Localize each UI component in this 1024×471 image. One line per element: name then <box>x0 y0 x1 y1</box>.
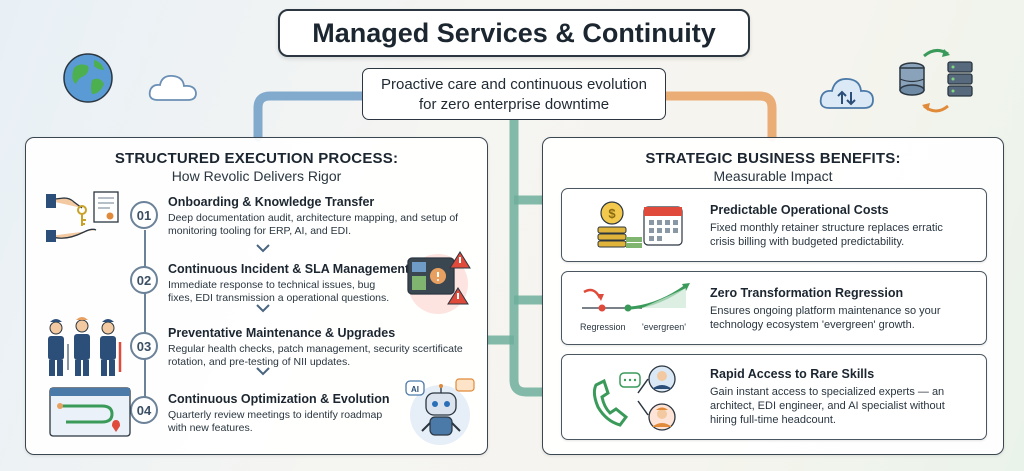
step-description: Deep documentation audit, architecture m… <box>168 212 478 238</box>
phone-experts-icon <box>592 365 676 431</box>
step-desc-line: Deep documentation audit, architecture m… <box>168 212 459 224</box>
subtitle-line-2: for zero enterprise downtime <box>418 96 610 113</box>
database-sync-icon <box>899 49 973 113</box>
step-4: 04 Continuous Optimization & Evolution Q… <box>130 392 410 448</box>
step-desc-line: rotation, and pre-testing of NII updates… <box>168 356 351 368</box>
benefit-title: Rapid Access to Rare Skills <box>710 367 875 381</box>
regression-label: Regression <box>580 322 626 332</box>
dashboard-alert-icon <box>407 251 471 314</box>
step-title: Preventative Maintenance & Upgrades <box>168 326 396 340</box>
benefit-desc-line: architect, EDI engineer, and AI speciali… <box>710 400 945 412</box>
benefit-desc-line: Ensures ongoing platform maintenance so … <box>710 305 941 317</box>
step-description: Quarterly review meetings to identify ro… <box>168 409 413 435</box>
globe-icon <box>63 53 113 103</box>
step-title: Onboarding & Knowledge Transfer <box>168 195 375 209</box>
panel-subtitle: How Revolic Delivers Rigor <box>171 168 342 184</box>
step-desc-line: with new features. <box>168 422 253 434</box>
step-description: Immediate response to technical issues, … <box>168 279 413 305</box>
chevron-down-icon <box>256 304 270 313</box>
benefit-desc-line: crisis billing with budgeted predictabil… <box>710 236 905 248</box>
svg-text:$: $ <box>608 206 616 221</box>
execution-process-panel: STRUCTURED EXECUTION PROCESS: How Revoli… <box>25 137 488 455</box>
chevron-down-icon <box>256 367 270 376</box>
step-description: Regular health checks, patch management,… <box>168 343 478 369</box>
business-benefits-panel: STRATEGIC BUSINESS BENEFITS: Measurable … <box>542 137 1004 455</box>
handshake-key-document-icon <box>45 191 119 242</box>
benefit-title: Zero Transformation Regression <box>710 286 904 300</box>
benefit-card-regression: Regression 'evergreen' Zero Transformati… <box>561 271 987 345</box>
benefit-description: Gain instant access to specialized exper… <box>710 385 985 427</box>
panel-subtitle: Measurable Impact <box>713 168 833 184</box>
panel-title: STRUCTURED EXECUTION PROCESS: <box>114 150 399 167</box>
step-title: Continuous Optimization & Evolution <box>168 392 390 406</box>
step-desc-line: Quarterly review meetings to identify ro… <box>168 409 383 421</box>
step-number: 03 <box>130 332 158 360</box>
panel-title: STRATEGIC BUSINESS BENEFITS: <box>645 150 901 167</box>
benefit-card-skills: Rapid Access to Rare Skills Gain instant… <box>561 354 987 440</box>
benefit-description: Ensures ongoing platform maintenance so … <box>710 304 980 332</box>
robot-badge-text: AI <box>411 385 419 394</box>
cloud-sync-icon <box>819 78 874 109</box>
subtitle-line-1: Proactive care and continuous evolution <box>380 76 647 93</box>
step-title: Continuous Incident & SLA Management <box>168 262 410 276</box>
coins-calendar-icon: $ <box>597 201 683 248</box>
step-number: 02 <box>130 266 158 294</box>
benefit-card-costs: $ Predictable Operational Costs Fixed mo… <box>561 188 987 262</box>
evergreen-label: 'evergreen' <box>642 322 686 332</box>
page-title: Managed Services & Continuity <box>278 9 750 57</box>
benefit-desc-line: hiring full-time headcount. <box>710 414 836 426</box>
step-desc-line: Regular health checks, patch management,… <box>168 343 463 355</box>
step-number: 01 <box>130 201 158 229</box>
step-desc-line: Immediate response to technical issues, … <box>168 279 376 291</box>
step-connector <box>144 230 146 400</box>
ai-robot-icon: AI <box>405 378 475 445</box>
step-desc-line: monitoring tooling for ERP, AI, and EDI. <box>168 225 352 237</box>
benefit-desc-line: technology ecosystem 'evergreen' growth. <box>710 319 915 331</box>
step-1: 01 Onboarding & Knowledge Transfer Deep … <box>130 195 480 251</box>
page-subtitle: Proactive care and continuous evolution … <box>362 68 666 120</box>
step-number: 04 <box>130 396 158 424</box>
roadmap-board-icon <box>49 387 131 437</box>
regression-growth-icon <box>582 283 690 312</box>
benefit-desc-line: Gain instant access to specialized exper… <box>710 386 945 398</box>
cloud-icon <box>148 75 197 101</box>
chevron-down-icon <box>256 244 270 253</box>
step-3: 03 Preventative Maintenance & Upgrades R… <box>130 326 480 382</box>
benefit-title: Predictable Operational Costs <box>710 203 889 217</box>
step-2: 02 Continuous Incident & SLA Management … <box>130 262 410 318</box>
engineers-team-icon <box>48 317 122 376</box>
step-desc-line: fixes, EDI transmission a operational qu… <box>168 292 390 304</box>
benefit-description: Fixed monthly retainer structure replace… <box>710 221 980 249</box>
benefit-desc-line: Fixed monthly retainer structure replace… <box>710 222 943 234</box>
